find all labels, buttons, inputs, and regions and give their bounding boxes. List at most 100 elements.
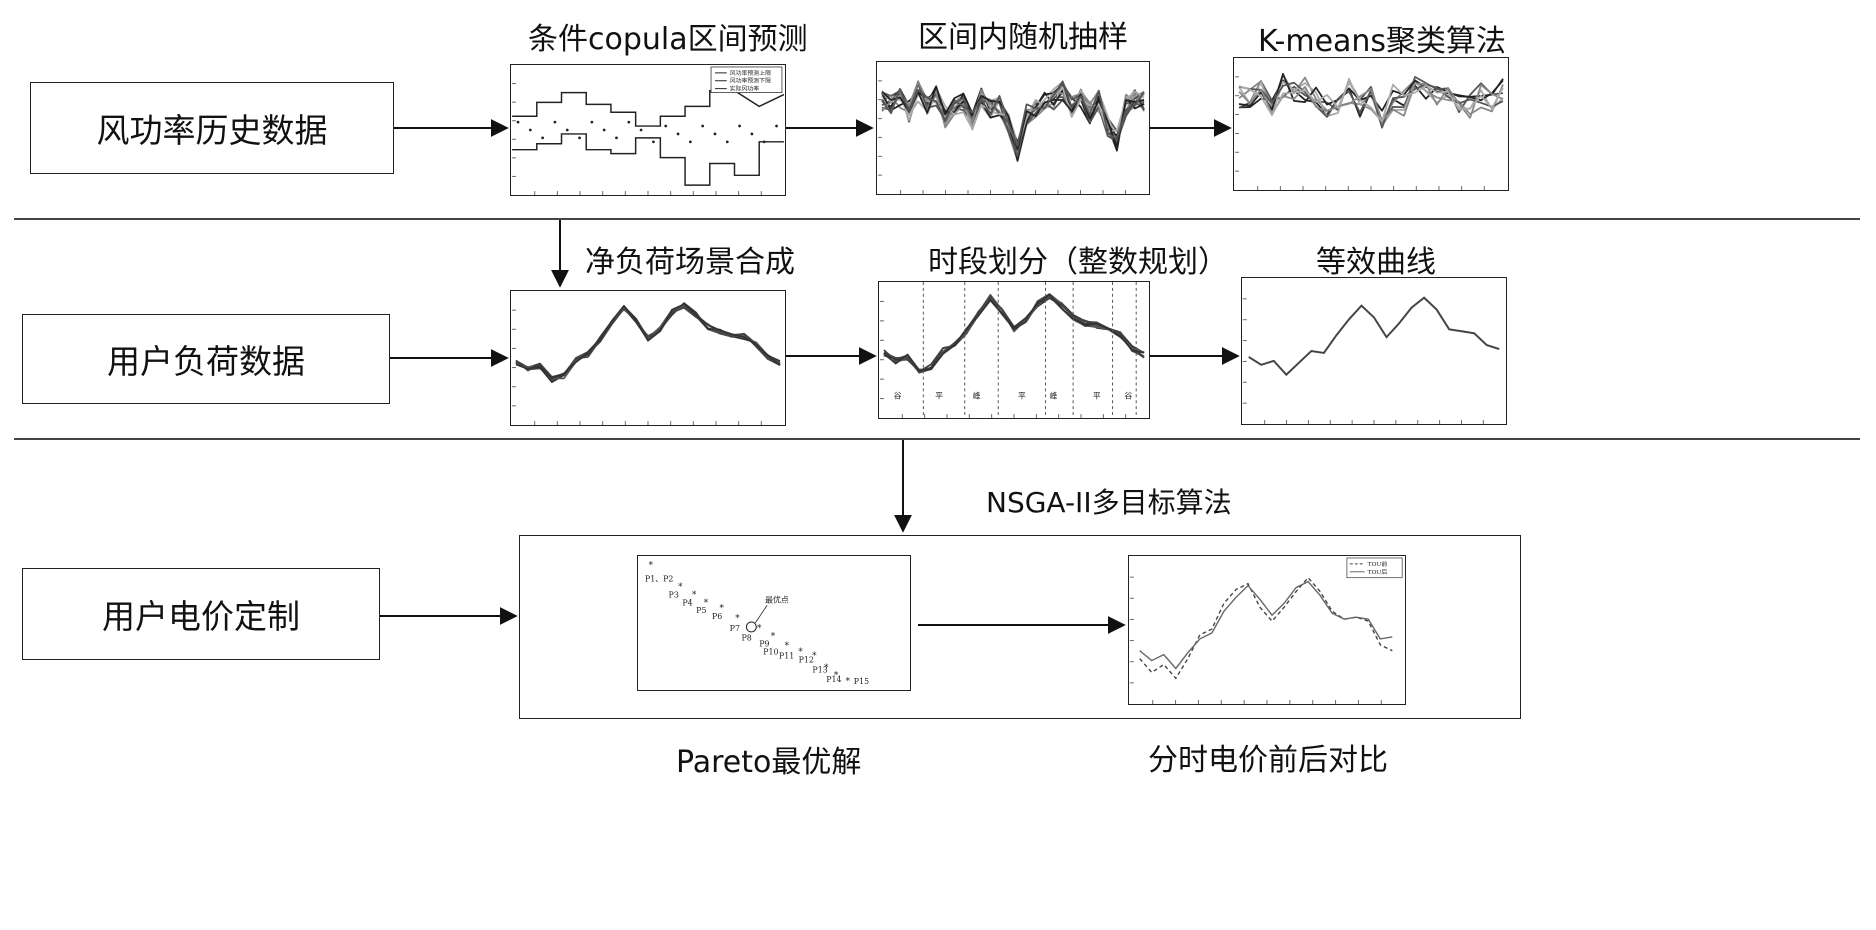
title-nsga: NSGA-II多目标算法: [986, 486, 1232, 519]
actual-point: [541, 136, 544, 140]
title-compare: 分时电价前后对比: [1148, 743, 1388, 778]
actual-point: [578, 136, 581, 140]
cluster-center-line: [1238, 82, 1504, 122]
net-load-chart: [510, 290, 786, 426]
actual-point: [639, 128, 643, 132]
pareto-point-label-5: P7: [730, 624, 740, 633]
cluster-center-line: [1238, 81, 1504, 123]
pareto-point: *: [798, 648, 803, 658]
pareto-point-label-0: P1、P2: [645, 575, 674, 584]
copula-legend-label: 风功率预测下限: [730, 77, 771, 85]
pareto-point-label-11: P13: [812, 665, 827, 674]
compare-legend-after: TOU后: [1368, 568, 1388, 576]
net-load-line: [515, 303, 781, 379]
cluster-center-line: [1238, 77, 1504, 127]
wind-history-box: 风功率历史数据: [30, 82, 394, 174]
pareto-point-label-6: P8: [741, 634, 751, 643]
compare-legend-before: TOU前: [1368, 560, 1388, 568]
period-label-3: 平: [1018, 391, 1026, 400]
pareto-point-label-3: P5: [696, 606, 706, 615]
pareto-point: *: [735, 614, 740, 624]
actual-point: [565, 128, 569, 132]
pareto-point-label-2: P4: [682, 598, 692, 607]
cluster-center-line: [1238, 72, 1504, 112]
wind-history-label: 风功率历史数据: [96, 111, 328, 150]
pareto-point: *: [846, 677, 851, 687]
actual-point: [701, 124, 705, 128]
title-period: 时段划分（整数规划）: [928, 245, 1228, 280]
optimal-point-label: 最优点: [765, 594, 789, 604]
compare-legend: [1346, 557, 1403, 579]
title-copula: 条件copula区间预测: [528, 22, 808, 57]
actual-point: [528, 128, 532, 132]
actual-point: [738, 124, 741, 128]
pareto-point: *: [720, 604, 725, 614]
actual-point: [762, 140, 766, 144]
period-label-5: 平: [1093, 391, 1101, 400]
actual-point: [627, 120, 631, 124]
period-label-2: 峰: [973, 390, 981, 400]
random-sampling-chart: [876, 61, 1150, 195]
pareto-point: *: [771, 632, 776, 642]
optimal-point-pointer: [754, 605, 768, 624]
pareto-point: *: [834, 671, 839, 681]
price-custom-label: 用户电价定制: [102, 597, 300, 636]
title-net-load: 净负荷场景合成: [585, 245, 795, 280]
copula-legend-label: 实际风功率: [730, 85, 760, 93]
title-pareto: Pareto最优解: [676, 745, 862, 780]
upper-bound-line: [512, 89, 785, 127]
pareto-point-label-9: P11: [779, 651, 794, 660]
pareto-chart: *P1、P2*P3*P4*P5*P6*P7*P8*P9*P10*P11*P12*…: [637, 555, 911, 691]
pareto-point: *: [649, 561, 654, 571]
user-load-box: 用户负荷数据: [22, 314, 390, 404]
period-label-1: 平: [935, 391, 943, 400]
pareto-point: *: [704, 598, 709, 608]
title-kmeans: K-means聚类算法: [1258, 24, 1507, 59]
actual-point: [688, 140, 692, 144]
title-sampling: 区间内随机抽样: [918, 20, 1128, 55]
actual-point: [750, 132, 754, 136]
pareto-point: *: [824, 663, 829, 673]
equivalent-curve-chart: [1241, 277, 1507, 425]
actual-point: [590, 120, 594, 124]
pareto-point-label-10: P12: [799, 655, 814, 664]
user-load-label: 用户负荷数据: [107, 342, 305, 381]
title-equiv: 等效曲线: [1316, 245, 1436, 280]
actual-point: [775, 124, 778, 128]
lower-bound-line: [512, 133, 784, 186]
net-load-line: [883, 293, 1145, 372]
optimal-point-marker: [745, 621, 757, 633]
pareto-point-label-7: P9: [759, 640, 769, 649]
pareto-point-label-4: P6: [712, 612, 722, 621]
pareto-point-label-13: P15: [854, 677, 869, 686]
price-custom-box: 用户电价定制: [22, 568, 380, 660]
row-separator-2: [14, 438, 1860, 440]
pareto-point-label-8: P10: [763, 648, 778, 657]
copula-legend-label: 风功率预测上限: [730, 69, 771, 77]
actual-point: [652, 140, 655, 144]
pareto-point: *: [678, 583, 683, 593]
pareto-point: *: [812, 651, 817, 661]
pareto-point: *: [757, 624, 762, 634]
tou-after-line: [1139, 580, 1393, 670]
actual-point: [553, 120, 557, 124]
pareto-point-label-1: P3: [669, 590, 679, 599]
actual-point: [516, 120, 520, 124]
period-label-4: 峰: [1049, 390, 1057, 400]
period-label-6: 谷: [1124, 391, 1132, 400]
actual-point: [676, 132, 680, 136]
actual-point: [664, 124, 668, 128]
period-division-chart: 谷平峰平峰平谷: [878, 281, 1150, 419]
row-separator-1: [14, 218, 1860, 220]
sampled-scenario-line: [881, 80, 1145, 147]
pareto-point: *: [785, 642, 790, 652]
copula-interval-chart: 风功率预测上限风功率预测下限实际风功率: [510, 64, 786, 196]
actual-point: [725, 140, 729, 144]
actual-point: [602, 128, 606, 132]
kmeans-chart: [1233, 57, 1509, 191]
tou-before-line: [1139, 576, 1393, 680]
pareto-point-label-12: P14: [826, 675, 841, 684]
actual-point: [615, 136, 618, 140]
